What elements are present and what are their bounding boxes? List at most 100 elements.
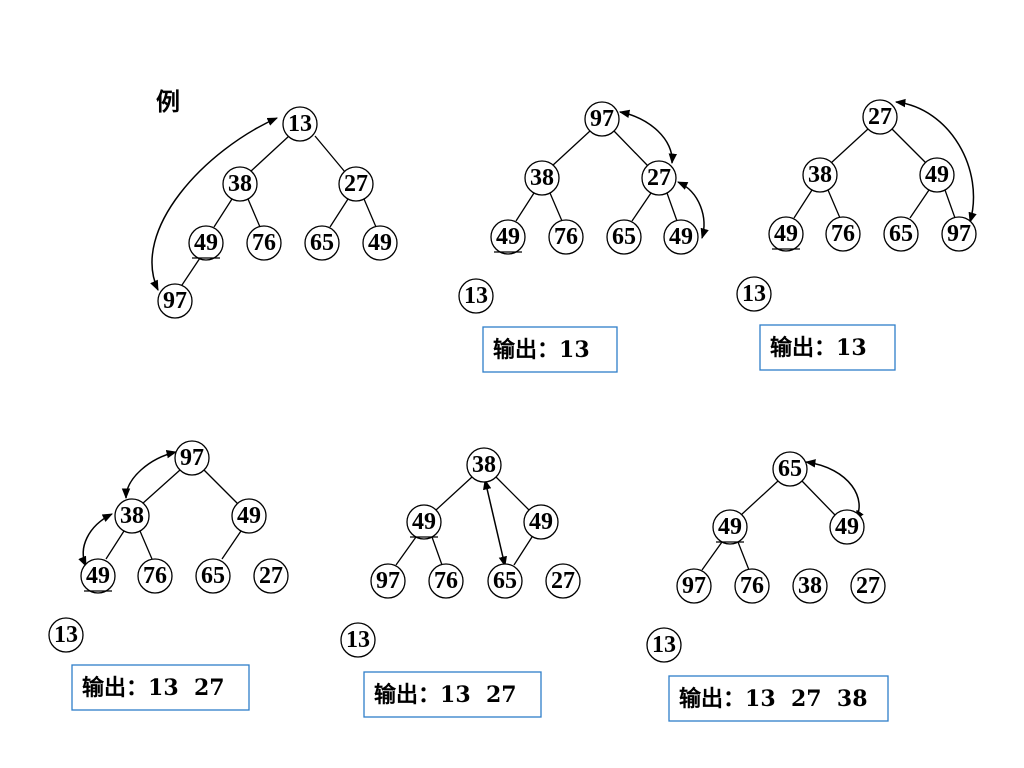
output-box: 输出：13 27 38 (668, 675, 889, 722)
svg-text:13: 13 (54, 622, 78, 648)
heap-node: 38 (222, 166, 258, 202)
svg-text:27: 27 (551, 568, 575, 594)
svg-text:27: 27 (259, 563, 283, 589)
svg-text:输出：13: 输出：13 (770, 335, 867, 361)
removed-node: 13 (458, 278, 494, 314)
svg-text:49: 49 (925, 162, 949, 188)
heap-node: 97 (174, 440, 210, 476)
svg-text:49: 49 (669, 224, 693, 250)
svg-text:65: 65 (310, 230, 334, 256)
svg-text:38: 38 (798, 573, 822, 599)
svg-text:76: 76 (143, 563, 167, 589)
svg-text:27: 27 (856, 573, 880, 599)
svg-text:76: 76 (740, 573, 764, 599)
heap-node: 97 (676, 568, 712, 604)
example-label: 例 (156, 88, 180, 116)
heap-step-3: 27 38 49 49 76 65 (736, 98, 977, 371)
heap-node: 76 (548, 219, 584, 255)
svg-text:49: 49 (529, 509, 553, 535)
heap-node: 97 (584, 101, 620, 137)
svg-text:97: 97 (947, 221, 971, 247)
heap-node: 27 (641, 160, 677, 196)
tree-edges (181, 135, 377, 286)
heap-step-1: 13 38 27 49 76 65 (150, 106, 398, 319)
heap-node: 97 (157, 283, 193, 319)
heap-step-2: 97 38 27 49 76 65 (458, 101, 709, 373)
output-label: 输出： (82, 675, 148, 701)
heap-node: 38 (792, 568, 828, 604)
heap-node: 76 (734, 568, 770, 604)
swap-arrow (618, 109, 677, 165)
output-box: 输出：13 27 (71, 664, 250, 711)
svg-text:97: 97 (376, 568, 400, 594)
svg-text:27: 27 (647, 165, 671, 191)
svg-text:13: 13 (652, 632, 676, 658)
heap-node: 65 (487, 563, 523, 599)
heap-node: 76 (137, 558, 173, 594)
svg-text:65: 65 (778, 456, 802, 482)
svg-text:76: 76 (554, 224, 578, 250)
svg-text:输出：13: 输出：13 (493, 337, 590, 363)
heap-node: 38 (524, 160, 560, 196)
heap-node: 27 (253, 558, 289, 594)
output-values: 13 27 (148, 675, 225, 701)
swap-arrow (677, 181, 709, 240)
heap-node: 65 (304, 225, 340, 261)
svg-text:输出：13 27: 输出：13 27 (82, 675, 225, 701)
heap-node: 76 (825, 216, 861, 252)
output-values: 13 (559, 337, 590, 363)
heap-step-6: 65 49 49 97 76 38 (646, 451, 889, 722)
svg-text:97: 97 (682, 573, 706, 599)
output-label: 输出： (770, 335, 836, 361)
svg-text:13: 13 (346, 627, 370, 653)
swap-arrow (483, 478, 507, 568)
heap-step-5: 38 49 49 97 76 65 (340, 447, 581, 718)
svg-text:27: 27 (868, 104, 892, 130)
svg-text:76: 76 (831, 221, 855, 247)
svg-text:输出：13 27: 输出：13 27 (374, 682, 517, 708)
heap-node: 65 (606, 219, 642, 255)
swap-arrow (121, 450, 178, 500)
svg-text:27: 27 (344, 171, 368, 197)
removed-node: 13 (736, 276, 772, 312)
output-label: 输出： (493, 337, 559, 363)
heap-node: 13 (282, 106, 318, 142)
svg-text:38: 38 (808, 162, 832, 188)
svg-text:49: 49 (496, 224, 520, 250)
svg-text:38: 38 (472, 452, 496, 478)
svg-text:38: 38 (530, 165, 554, 191)
removed-node: 13 (340, 622, 376, 658)
svg-text:76: 76 (252, 230, 276, 256)
heap-node: 27 (545, 563, 581, 599)
svg-text:76: 76 (434, 568, 458, 594)
swap-arrow (78, 513, 113, 567)
svg-text:49: 49 (86, 563, 110, 589)
heap-node: 76 (246, 225, 282, 261)
heap-node: 49 (768, 216, 804, 252)
heap-node: 49 (919, 157, 955, 193)
svg-text:49: 49 (774, 221, 798, 247)
svg-text:38: 38 (120, 503, 144, 529)
heap-node: 49 (712, 509, 748, 545)
heap-node: 65 (883, 216, 919, 252)
heap-node: 27 (338, 166, 374, 202)
svg-text:49: 49 (718, 514, 742, 540)
svg-text:65: 65 (201, 563, 225, 589)
svg-text:13: 13 (464, 283, 488, 309)
output-values: 13 27 38 (745, 686, 867, 712)
removed-node: 13 (646, 627, 682, 663)
heap-node: 97 (370, 563, 406, 599)
svg-text:输出：13 27 38: 输出：13 27 38 (679, 686, 868, 712)
svg-text:13: 13 (742, 281, 766, 307)
output-box: 输出：13 (482, 326, 618, 373)
heap-node: 49 (362, 225, 398, 261)
heap-node: 65 (195, 558, 231, 594)
heap-node: 49 (80, 558, 116, 594)
svg-text:13: 13 (288, 111, 312, 137)
svg-text:38: 38 (228, 171, 252, 197)
heap-node: 76 (428, 563, 464, 599)
heap-node: 49 (231, 498, 267, 534)
svg-text:49: 49 (835, 514, 859, 540)
